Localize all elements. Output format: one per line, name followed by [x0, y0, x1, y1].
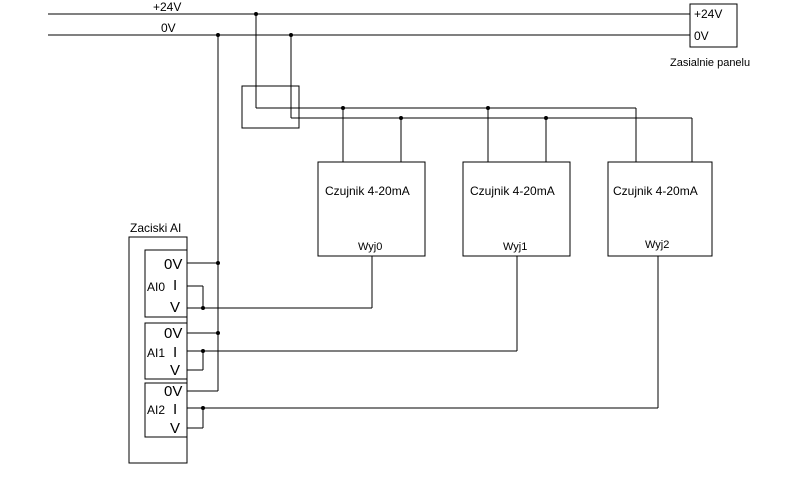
junction-dot: [216, 261, 220, 265]
rail-plus24-label: +24V: [153, 0, 181, 14]
junction-dot: [216, 331, 220, 335]
terminal-block-title: Zaciski AI: [130, 221, 181, 235]
sensor-2-output-label: Wyj2: [645, 239, 669, 251]
ai0-v-label: V: [170, 299, 180, 316]
ai0-i-label: I: [173, 277, 177, 294]
panel-supply-plus-label: +24V: [694, 7, 722, 21]
sensor-0-output-label: Wyj0: [358, 241, 382, 253]
junction-dot: [201, 306, 205, 310]
panel-supply-caption: Zasialnie panelu: [670, 57, 750, 69]
sensor-1-output-label: Wyj1: [503, 241, 527, 253]
terminal-group-ai0: [144, 249, 188, 318]
sensor-2-label: Czujnik 4-20mA: [613, 184, 698, 198]
panel-supply-box: [689, 3, 738, 48]
ai1-0v-label: 0V: [164, 325, 182, 342]
sensor-1-box: [462, 161, 571, 257]
ai1-name: AI1: [147, 346, 165, 360]
ai1-v-label: V: [170, 362, 180, 379]
ai2-name: AI2: [147, 403, 165, 417]
ai0-name: AI0: [147, 280, 165, 294]
sensor-0-box: [317, 161, 426, 257]
wire-crossing-box: [241, 85, 300, 129]
ai2-i-label: I: [173, 401, 177, 418]
rail-zero-label: 0V: [161, 21, 176, 35]
ai0-0v-label: 0V: [164, 256, 182, 273]
junction-dot: [201, 349, 205, 353]
sensor-0-label: Czujnik 4-20mA: [325, 184, 410, 198]
ai2-v-label: V: [170, 420, 180, 437]
sensor-1-label: Czujnik 4-20mA: [470, 184, 555, 198]
panel-supply-zero-label: 0V: [694, 29, 709, 43]
ai1-i-label: I: [173, 344, 177, 361]
junction-dot: [201, 406, 205, 410]
terminal-group-ai2: [144, 382, 188, 438]
sensor-2-box: [607, 161, 713, 257]
ai2-0v-label: 0V: [164, 383, 182, 400]
